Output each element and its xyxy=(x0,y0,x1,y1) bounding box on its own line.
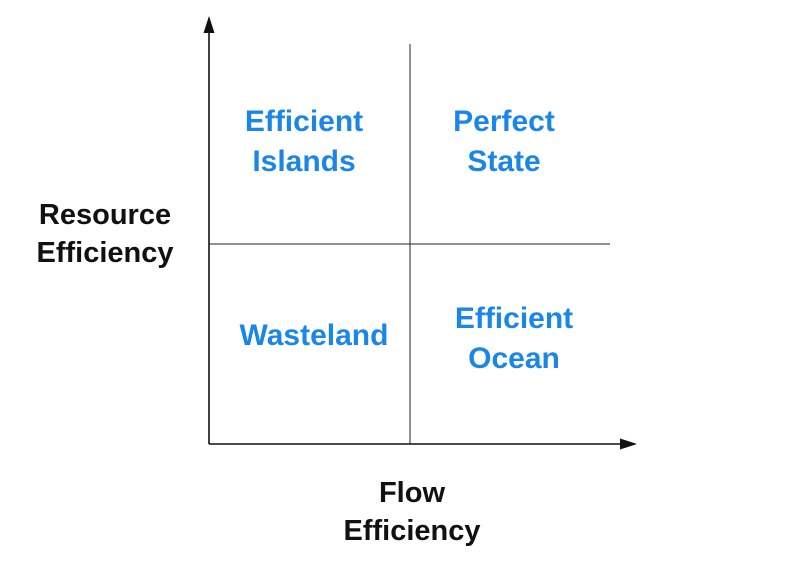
quadrant-bottom-right-label: Efficient Ocean xyxy=(414,299,614,379)
x-axis-arrow-icon xyxy=(620,438,637,450)
quadrant-top-left-line-2: Islands xyxy=(252,145,356,178)
quadrant-bottom-right-line-1: Efficient xyxy=(454,302,574,335)
quadrant-bottom-left-line-1: Wasteland xyxy=(239,319,389,352)
x-axis-label: Flow Efficiency xyxy=(327,474,497,550)
quadrant-top-right-line-2: State xyxy=(467,145,541,178)
quadrant-top-right-line-1: Perfect xyxy=(453,105,555,138)
y-axis-label: Resource Efficiency xyxy=(20,196,190,272)
quadrant-bottom-left-label: Wasteland xyxy=(214,316,414,356)
quadrant-top-left-label: Efficient Islands xyxy=(204,102,404,182)
y-axis-label-line-2: Efficiency xyxy=(36,237,174,269)
quadrant-bottom-right-line-2: Ocean xyxy=(468,342,560,375)
x-axis-label-line-1: Flow xyxy=(378,477,446,509)
x-axis-label-line-2: Efficiency xyxy=(343,515,481,547)
quadrant-top-right-label: Perfect State xyxy=(404,102,604,182)
y-axis-arrow-icon xyxy=(203,16,215,33)
quadrant-top-left-line-1: Efficient xyxy=(244,105,364,138)
y-axis-label-line-1: Resource xyxy=(38,199,172,231)
